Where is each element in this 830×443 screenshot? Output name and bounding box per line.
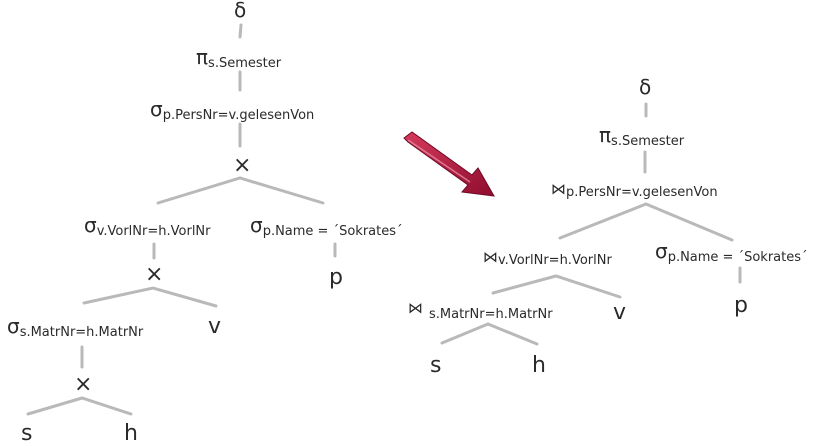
right-leaf-s: s xyxy=(430,353,441,378)
left-selection-name-node: σp.Name = ´Sokrates´ xyxy=(250,213,403,239)
left-delta-node: δ xyxy=(234,0,246,22)
right-join-matrnr-node: ⋈s.MatrNr=h.MatrNr xyxy=(408,299,553,322)
left-selection-matrnr-node: σs.MatrNr=h.MatrNr xyxy=(7,314,144,340)
right-tree-edges xyxy=(440,102,742,346)
right-leaf-v: v xyxy=(613,300,626,325)
left-leaf-h: h xyxy=(124,421,138,443)
left-cross-product-bottom: × xyxy=(74,372,92,397)
right-projection-node: πs.Semester xyxy=(599,123,685,149)
right-leaf-h: h xyxy=(532,353,546,378)
left-selection-vorlnr-node: σv.VorlNr=h.VorlNr xyxy=(84,213,211,239)
left-leaf-s: s xyxy=(21,421,32,443)
right-join-vorlnr-node: ⋈v.VorlNr=h.VorlNr xyxy=(483,248,612,268)
left-selection-persnr-node: σp.PersNr=v.gelesenVon xyxy=(150,97,314,123)
left-cross-product-top: × xyxy=(233,153,251,178)
transformation-arrow xyxy=(403,131,495,197)
left-leaf-p: p xyxy=(329,265,343,290)
left-tree-edges xyxy=(26,23,337,416)
right-leaf-p: p xyxy=(734,293,748,318)
left-projection-node: πs.Semester xyxy=(196,45,282,71)
right-tree: δ πs.Semester ⋈p.PersNr=v.gelesenVon ⋈v.… xyxy=(408,75,808,378)
left-tree: δ πs.Semester σp.PersNr=v.gelesenVon × σ… xyxy=(7,0,403,443)
right-selection-name-node: σp.Name = ´Sokrates´ xyxy=(655,239,808,265)
right-delta-node: δ xyxy=(639,75,651,99)
right-join-persnr-node: ⋈p.PersNr=v.gelesenVon xyxy=(551,180,718,200)
left-leaf-v: v xyxy=(208,314,221,339)
left-cross-product-mid: × xyxy=(145,262,163,287)
